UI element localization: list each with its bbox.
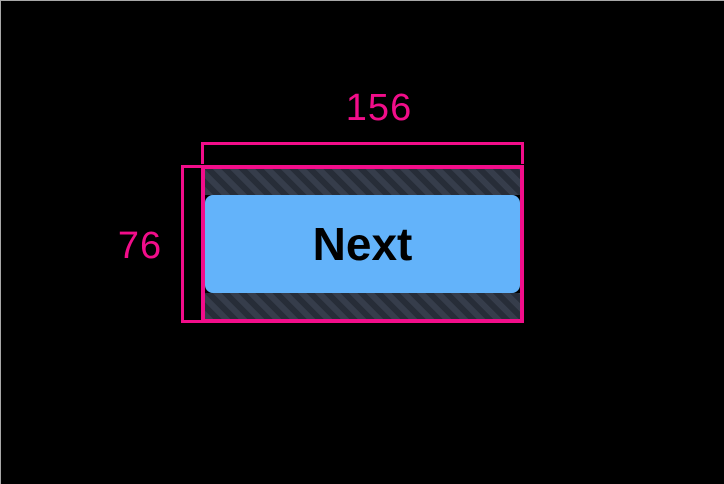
width-dimension-bracket bbox=[201, 142, 524, 164]
bottom-padding-hatch bbox=[205, 293, 520, 319]
height-dimension-label: 76 bbox=[117, 225, 163, 267]
height-dimension-bracket bbox=[181, 165, 201, 323]
top-padding-hatch bbox=[205, 169, 520, 195]
next-button[interactable]: Next bbox=[205, 195, 520, 293]
element-highlight-box: Next bbox=[201, 165, 524, 323]
width-dimension-label: 156 bbox=[345, 87, 413, 129]
